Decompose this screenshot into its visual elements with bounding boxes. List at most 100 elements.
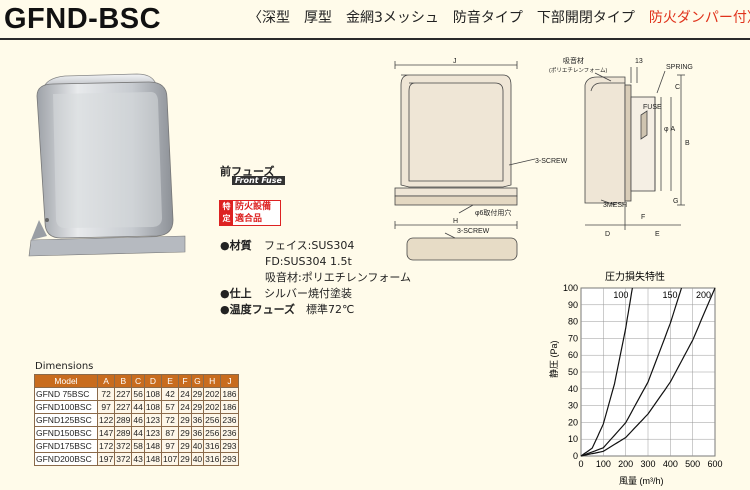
product-subtitle: 〈深型 厚型 金網3メッシュ 防音タイプ 下部開閉タイプ 防火ダンパー付〉: [248, 7, 750, 27]
dimension-cell: 202: [203, 387, 222, 401]
dimension-cell: 289: [114, 426, 133, 440]
y-tick-label: 30: [568, 401, 578, 411]
dimension-cell: 293: [220, 439, 239, 453]
model-cell: GFND200BSC: [34, 452, 98, 466]
cert-text-2: 適合品: [235, 214, 263, 224]
dim-label-d: D: [605, 231, 610, 238]
col-f: F: [178, 374, 192, 388]
dim-label-f: F: [641, 214, 645, 221]
dimension-cell: 108: [143, 387, 163, 401]
y-tick-label: 0: [573, 451, 578, 461]
x-tick-label: 400: [663, 459, 678, 469]
fire-cert-badge: 特定 防火設備 適合品: [219, 200, 281, 226]
y-tick-label: 20: [568, 417, 578, 427]
dimension-cell: 58: [131, 439, 145, 453]
product-photo: [28, 73, 186, 257]
dimension-cell: 56: [131, 387, 145, 401]
chart-xlabel: 風量 (m³/h): [619, 476, 664, 486]
dimension-cell: 87: [161, 426, 180, 440]
title-rule: [0, 38, 750, 40]
dimension-cell: 72: [96, 387, 116, 401]
dimension-cell: 42: [161, 387, 180, 401]
screw-label-1: 3-SCREW: [535, 158, 568, 165]
dimension-cell: 29: [178, 426, 192, 440]
dimension-cell: 107: [161, 452, 180, 466]
series-line-150: [580, 287, 683, 457]
y-tick-label: 100: [563, 283, 578, 293]
spec-value: フェイス:SUS304: [264, 239, 355, 252]
dimension-cell: 197: [96, 452, 116, 466]
dimension-cell: 123: [143, 413, 163, 427]
dimension-cell: 40: [190, 439, 205, 453]
dimension-cell: 316: [203, 452, 222, 466]
y-tick-label: 50: [568, 367, 578, 377]
dimension-cell: 186: [220, 387, 239, 401]
col-c: C: [131, 374, 145, 388]
dimension-cell: 40: [190, 452, 205, 466]
hole-label: φ6取付用穴: [475, 208, 511, 217]
dimension-cell: 202: [203, 400, 222, 414]
front-fuse-label: 前フューズ: [220, 165, 275, 178]
dimension-cell: 108: [143, 400, 163, 414]
subtitle-damper: 防火ダンパー付〉: [648, 10, 750, 26]
chart-ylabel: 静圧 (Pa): [548, 340, 559, 378]
col-j: J: [220, 374, 239, 388]
spec-key: ●仕上: [220, 287, 252, 300]
x-tick-label: 300: [640, 459, 655, 469]
x-tick-label: 500: [685, 459, 700, 469]
dim-label-e: E: [655, 231, 660, 238]
spec-row: FD:SUS304 1.5t: [220, 254, 411, 270]
dim-label-g: G: [673, 198, 678, 205]
dimension-cell: 148: [143, 452, 163, 466]
table-header-row: Model A B C D E F G H J: [34, 374, 239, 388]
dimension-cell: 36: [190, 426, 205, 440]
mesh-label: 3MESH: [603, 202, 627, 209]
dimension-cell: 227: [114, 400, 133, 414]
col-b: B: [114, 374, 133, 388]
col-g: G: [190, 374, 205, 388]
dim-label-b: B: [685, 140, 690, 147]
spec-row: 吸音材:ポリエチレンフォーム: [220, 270, 411, 286]
dimension-cell: 72: [161, 413, 180, 427]
dim-label-13: 13: [635, 58, 643, 65]
cert-text-1: 防火設備: [235, 202, 272, 212]
col-h: H: [203, 374, 222, 388]
dimension-cell: 29: [190, 387, 205, 401]
dimension-cell: 372: [114, 439, 133, 453]
dimension-cell: 97: [161, 439, 180, 453]
fuse-label: FUSE: [643, 104, 662, 111]
dimension-cell: 256: [203, 413, 222, 427]
y-tick-label: 60: [568, 350, 578, 360]
dimension-cell: 236: [220, 413, 239, 427]
series-label: 150: [662, 290, 677, 300]
dimension-cell: 36: [190, 413, 205, 427]
dimension-cell: 236: [220, 426, 239, 440]
spec-key: ●温度フューズ: [220, 303, 296, 316]
dimension-cell: 122: [96, 413, 116, 427]
dimension-cell: 29: [190, 400, 205, 414]
y-tick-label: 70: [568, 333, 578, 343]
spec-value: シルバー焼付塗装: [264, 287, 352, 300]
dimension-cell: 29: [178, 413, 192, 427]
dimension-cell: 43: [131, 452, 145, 466]
dimensions-heading: Dimensions: [35, 361, 94, 372]
dimension-cell: 29: [178, 452, 192, 466]
y-tick-label: 80: [568, 317, 578, 327]
spec-key: ●材質: [220, 239, 252, 252]
screw-label-2: 3-SCREW: [457, 228, 490, 235]
dim-label-h: H: [453, 218, 458, 225]
sound-material-label: 吸音材: [563, 56, 584, 65]
dimension-cell: 172: [96, 439, 116, 453]
model-cell: GFND175BSC: [34, 439, 98, 453]
subtitle-features: 〈深型 厚型 金網3メッシュ 防音タイプ 下部開閉タイプ: [248, 10, 649, 26]
y-tick-label: 90: [568, 300, 578, 310]
x-tick-label: 100: [596, 459, 611, 469]
series-label: 100: [613, 290, 628, 300]
model-cell: GFND100BSC: [34, 400, 98, 414]
